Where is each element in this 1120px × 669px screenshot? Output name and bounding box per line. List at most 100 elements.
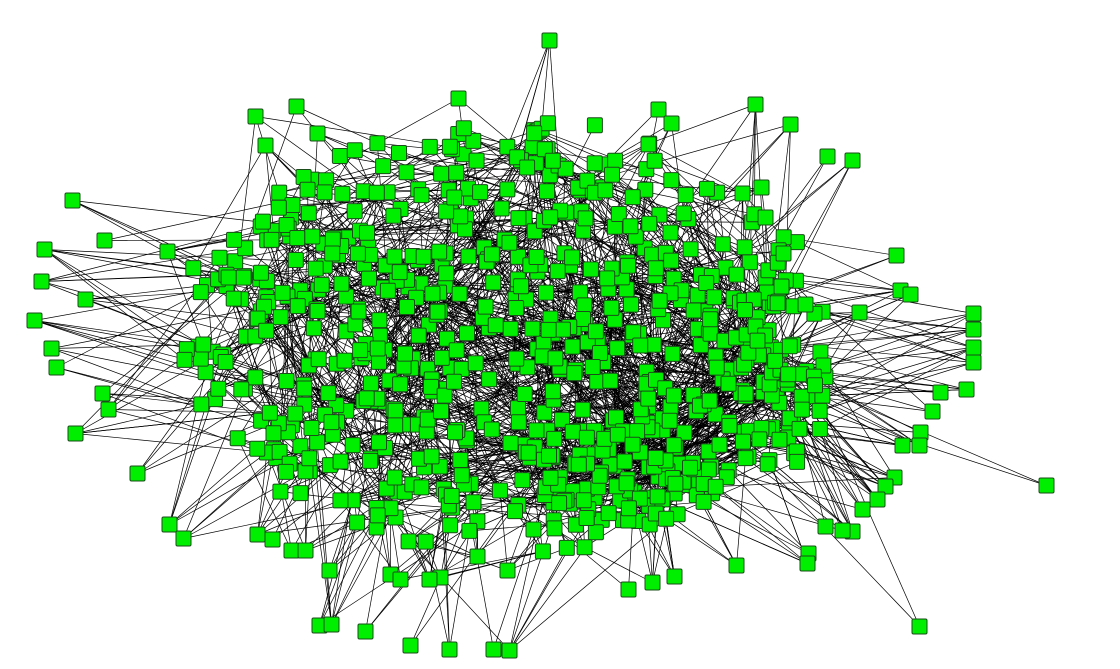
graph-edge [340, 500, 402, 581]
graph-edge [792, 420, 904, 448]
graph-node [346, 203, 363, 220]
graph-edge [670, 258, 726, 269]
graph-edge [340, 453, 550, 501]
graph-node [564, 423, 581, 440]
graph-node [665, 437, 682, 454]
graph-edge [335, 338, 448, 406]
graph-node [753, 179, 770, 196]
graph-edge [774, 254, 898, 304]
graph-node [292, 485, 309, 502]
graph-edge [255, 452, 268, 536]
graph-node [359, 224, 375, 241]
graph-node [344, 437, 361, 454]
graph-node [793, 401, 810, 418]
graph-node [542, 209, 559, 226]
graph-edge [508, 520, 555, 652]
graph-node [775, 245, 792, 262]
graph-node [516, 386, 533, 402]
graph-node [586, 117, 603, 134]
graph-edge [295, 105, 378, 144]
graph-node [272, 483, 289, 500]
graph-node [528, 249, 545, 265]
graph-edge [801, 409, 844, 532]
graph-node [492, 482, 508, 499]
graph-node [854, 501, 871, 518]
graph-edge [752, 103, 759, 215]
graph-edge [819, 361, 975, 412]
graph-node [316, 184, 333, 201]
graph-node [663, 252, 680, 269]
graph-node [423, 378, 439, 395]
graph-node [274, 284, 291, 301]
graph-node [287, 252, 304, 268]
graph-edge [423, 172, 443, 257]
graph-node [502, 435, 519, 452]
graph-node [834, 522, 851, 539]
graph-node [320, 385, 337, 402]
graph-edge [273, 449, 294, 552]
graph-node [698, 275, 715, 291]
graph-node [362, 375, 379, 392]
graph-node [296, 380, 313, 397]
graph-node [300, 205, 317, 222]
graph-node [576, 297, 593, 314]
graph-node [402, 637, 419, 654]
graph-node [665, 387, 682, 404]
graph-node [807, 377, 823, 394]
graph-node [574, 401, 591, 418]
graph-edge [425, 541, 509, 572]
graph-node [361, 270, 377, 287]
graph-node [192, 284, 209, 301]
graph-node [235, 269, 252, 286]
graph-node [379, 282, 396, 299]
graph-edge [84, 298, 204, 345]
graph-node [431, 243, 448, 260]
graph-node [332, 453, 349, 470]
graph-node [226, 231, 242, 248]
graph-node [702, 311, 719, 328]
graph-node [701, 392, 718, 409]
graph-node [773, 278, 790, 295]
graph-edge [50, 344, 204, 352]
graph-node [443, 488, 460, 504]
graph-edge [696, 494, 810, 554]
graph-edge [785, 279, 975, 316]
graph-node [410, 327, 427, 344]
graph-node [728, 557, 745, 574]
graph-node [415, 248, 432, 265]
graph-node [368, 184, 385, 201]
graph-node [911, 437, 928, 454]
graph-edge [370, 383, 393, 576]
graph-edge [389, 457, 531, 576]
nodes-layer [26, 32, 1055, 659]
graph-node [965, 339, 982, 356]
graph-edge [266, 452, 307, 552]
graph-node [570, 456, 587, 473]
graph-node [451, 285, 468, 302]
graph-edge [822, 311, 934, 413]
graph-node [94, 385, 111, 402]
graph-node [26, 312, 43, 329]
graph-edge [405, 128, 542, 174]
graph-node [544, 152, 561, 169]
graph-node [43, 340, 60, 357]
graph-node [888, 247, 905, 264]
graph-node [624, 189, 641, 206]
graph-edge [182, 388, 246, 540]
graph-node [539, 115, 556, 132]
graph-node [538, 284, 554, 301]
graph-edge [399, 524, 451, 581]
graph-node [508, 300, 525, 316]
graph-edge [55, 291, 201, 368]
graph-node [799, 555, 816, 572]
graph-node [299, 181, 316, 198]
graph-node [460, 248, 477, 265]
graph-edge [728, 470, 810, 555]
graph-node [270, 199, 287, 216]
graph-edge [33, 318, 204, 345]
graph-node [534, 543, 551, 560]
graph-node [469, 548, 486, 565]
graph-edge [211, 298, 234, 353]
graph-edge [302, 471, 311, 552]
graph-edge [279, 192, 356, 213]
